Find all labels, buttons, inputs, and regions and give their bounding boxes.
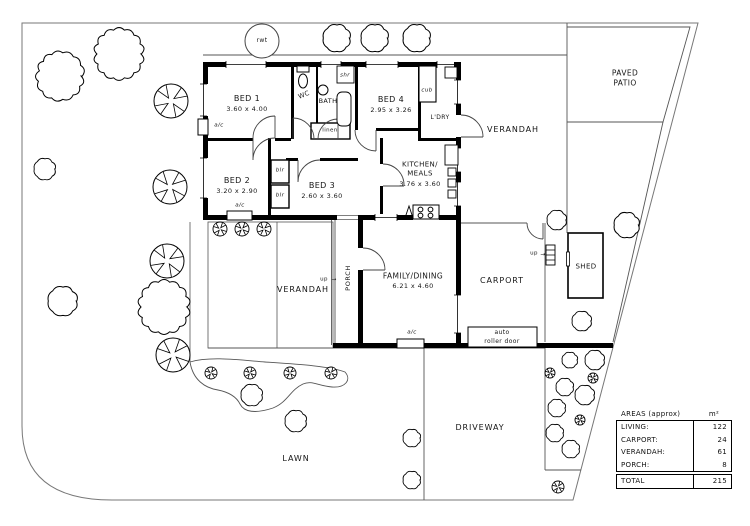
bed4-dims: 2.95 x 3.26 [370,105,412,114]
site-lines [189,23,691,500]
linen-label: linen [322,127,338,134]
ac-label-3: a/c [407,329,417,336]
shed-up-arrow-icon: → [540,251,546,258]
laundry-trough [444,66,458,79]
kitchen-dims: 3.76 x 3.60 [399,179,441,188]
row-living-value: 122 [693,421,731,434]
bath-label: BATH [318,96,338,105]
verandah-paving [207,221,334,349]
row-living-label: LIVING: [621,423,649,432]
rwt-label: rwt [256,37,268,44]
row-carport-value: 24 [693,433,731,446]
shed-outline [567,232,604,299]
driveway-label: DRIVEWAY [455,423,505,432]
shower-label: shr [340,72,350,79]
blr-label-1: blr [275,167,285,174]
family-dims: 6.21 x 4.60 [392,281,434,290]
bed3-name: BED 3 [308,181,336,190]
robe-blr-1 [270,159,290,184]
robe-blr-2 [270,184,290,209]
basin [317,84,329,96]
areas-table: AREAS (approx) m² LIVING: 122 CARPORT: 2… [616,405,732,489]
bathtub [336,91,352,127]
table-row: PORCH: 8 [617,458,731,471]
paved-patio [567,26,691,123]
auto-roller-label-1: auto [494,329,510,336]
total-label: TOTAL [621,477,645,486]
ac-label-2: a/c [235,202,245,209]
ac-label-1: a/c [214,122,224,129]
linen-closet [310,122,351,140]
table-row: CARPORT: 24 [617,433,731,446]
row-carport-label: CARPORT: [621,435,658,444]
ac-units [197,118,425,349]
table-row: VERANDAH: 61 [617,446,731,459]
shed-door-gap [566,251,570,267]
table-total-row: TOTAL 215 [617,475,731,488]
shower [336,65,355,84]
areas-table-unit: m² [708,410,720,418]
carport-label: CARPORT [480,276,524,285]
row-verandah-label: VERANDAH: [621,448,666,457]
lawn-label: LAWN [282,454,310,463]
bed2-name: BED 2 [223,176,251,185]
fixtures [296,65,556,266]
cub-label: cub [421,87,433,94]
row-porch-label: PORCH: [621,460,650,469]
laundry-label: L'DRY [430,114,450,121]
row-porch-value: 8 [693,458,731,471]
porch-up-label: up [320,276,328,283]
verandah-right-label: VERANDAH [487,125,539,134]
trees-layer [33,23,640,494]
porch-label: PORCH [343,265,352,291]
bed3-dims: 2.60 x 3.60 [301,191,343,200]
blr-label-2: blr [275,192,285,199]
rainwater-tank [244,23,280,59]
bed4-name: BED 4 [377,95,405,104]
site-boundary [21,22,699,501]
bed1-name: BED 1 [233,94,261,103]
shed-up-label: up [530,250,538,257]
closets [270,65,437,209]
row-verandah-value: 61 [693,446,731,459]
total-value: 215 [693,475,731,488]
windows [200,61,461,334]
garden-bed [189,358,349,412]
table-row: LIVING: 122 [617,421,731,434]
paved-patio-label-2: PATIO [613,78,637,88]
bed2-dims: 3.20 x 2.90 [216,186,258,195]
cupboard-cub [418,65,437,103]
toilet-cistern [296,65,310,73]
paved-patio-label-1: PAVED [611,68,639,78]
cooktop [412,204,440,220]
porch-up-arrow-icon: → [331,276,337,283]
areas-table-title: AREAS (approx) [621,410,681,418]
kitchen-name-2: MEALS [407,169,433,178]
auto-roller-label-2: roller door [484,338,520,345]
toilet-bowl [298,73,308,89]
auto-roller-door-box [467,326,538,348]
shed-label: SHED [575,262,597,271]
bed1-dims: 3.60 x 4.00 [226,104,268,113]
verandah-left-label: VERANDAH [277,285,329,294]
kitchen-bench [444,144,459,166]
kitchen-name-1: KITCHEN/ [402,160,438,169]
sink-mark [404,204,414,219]
family-name: FAMILY/DINING [382,271,444,281]
